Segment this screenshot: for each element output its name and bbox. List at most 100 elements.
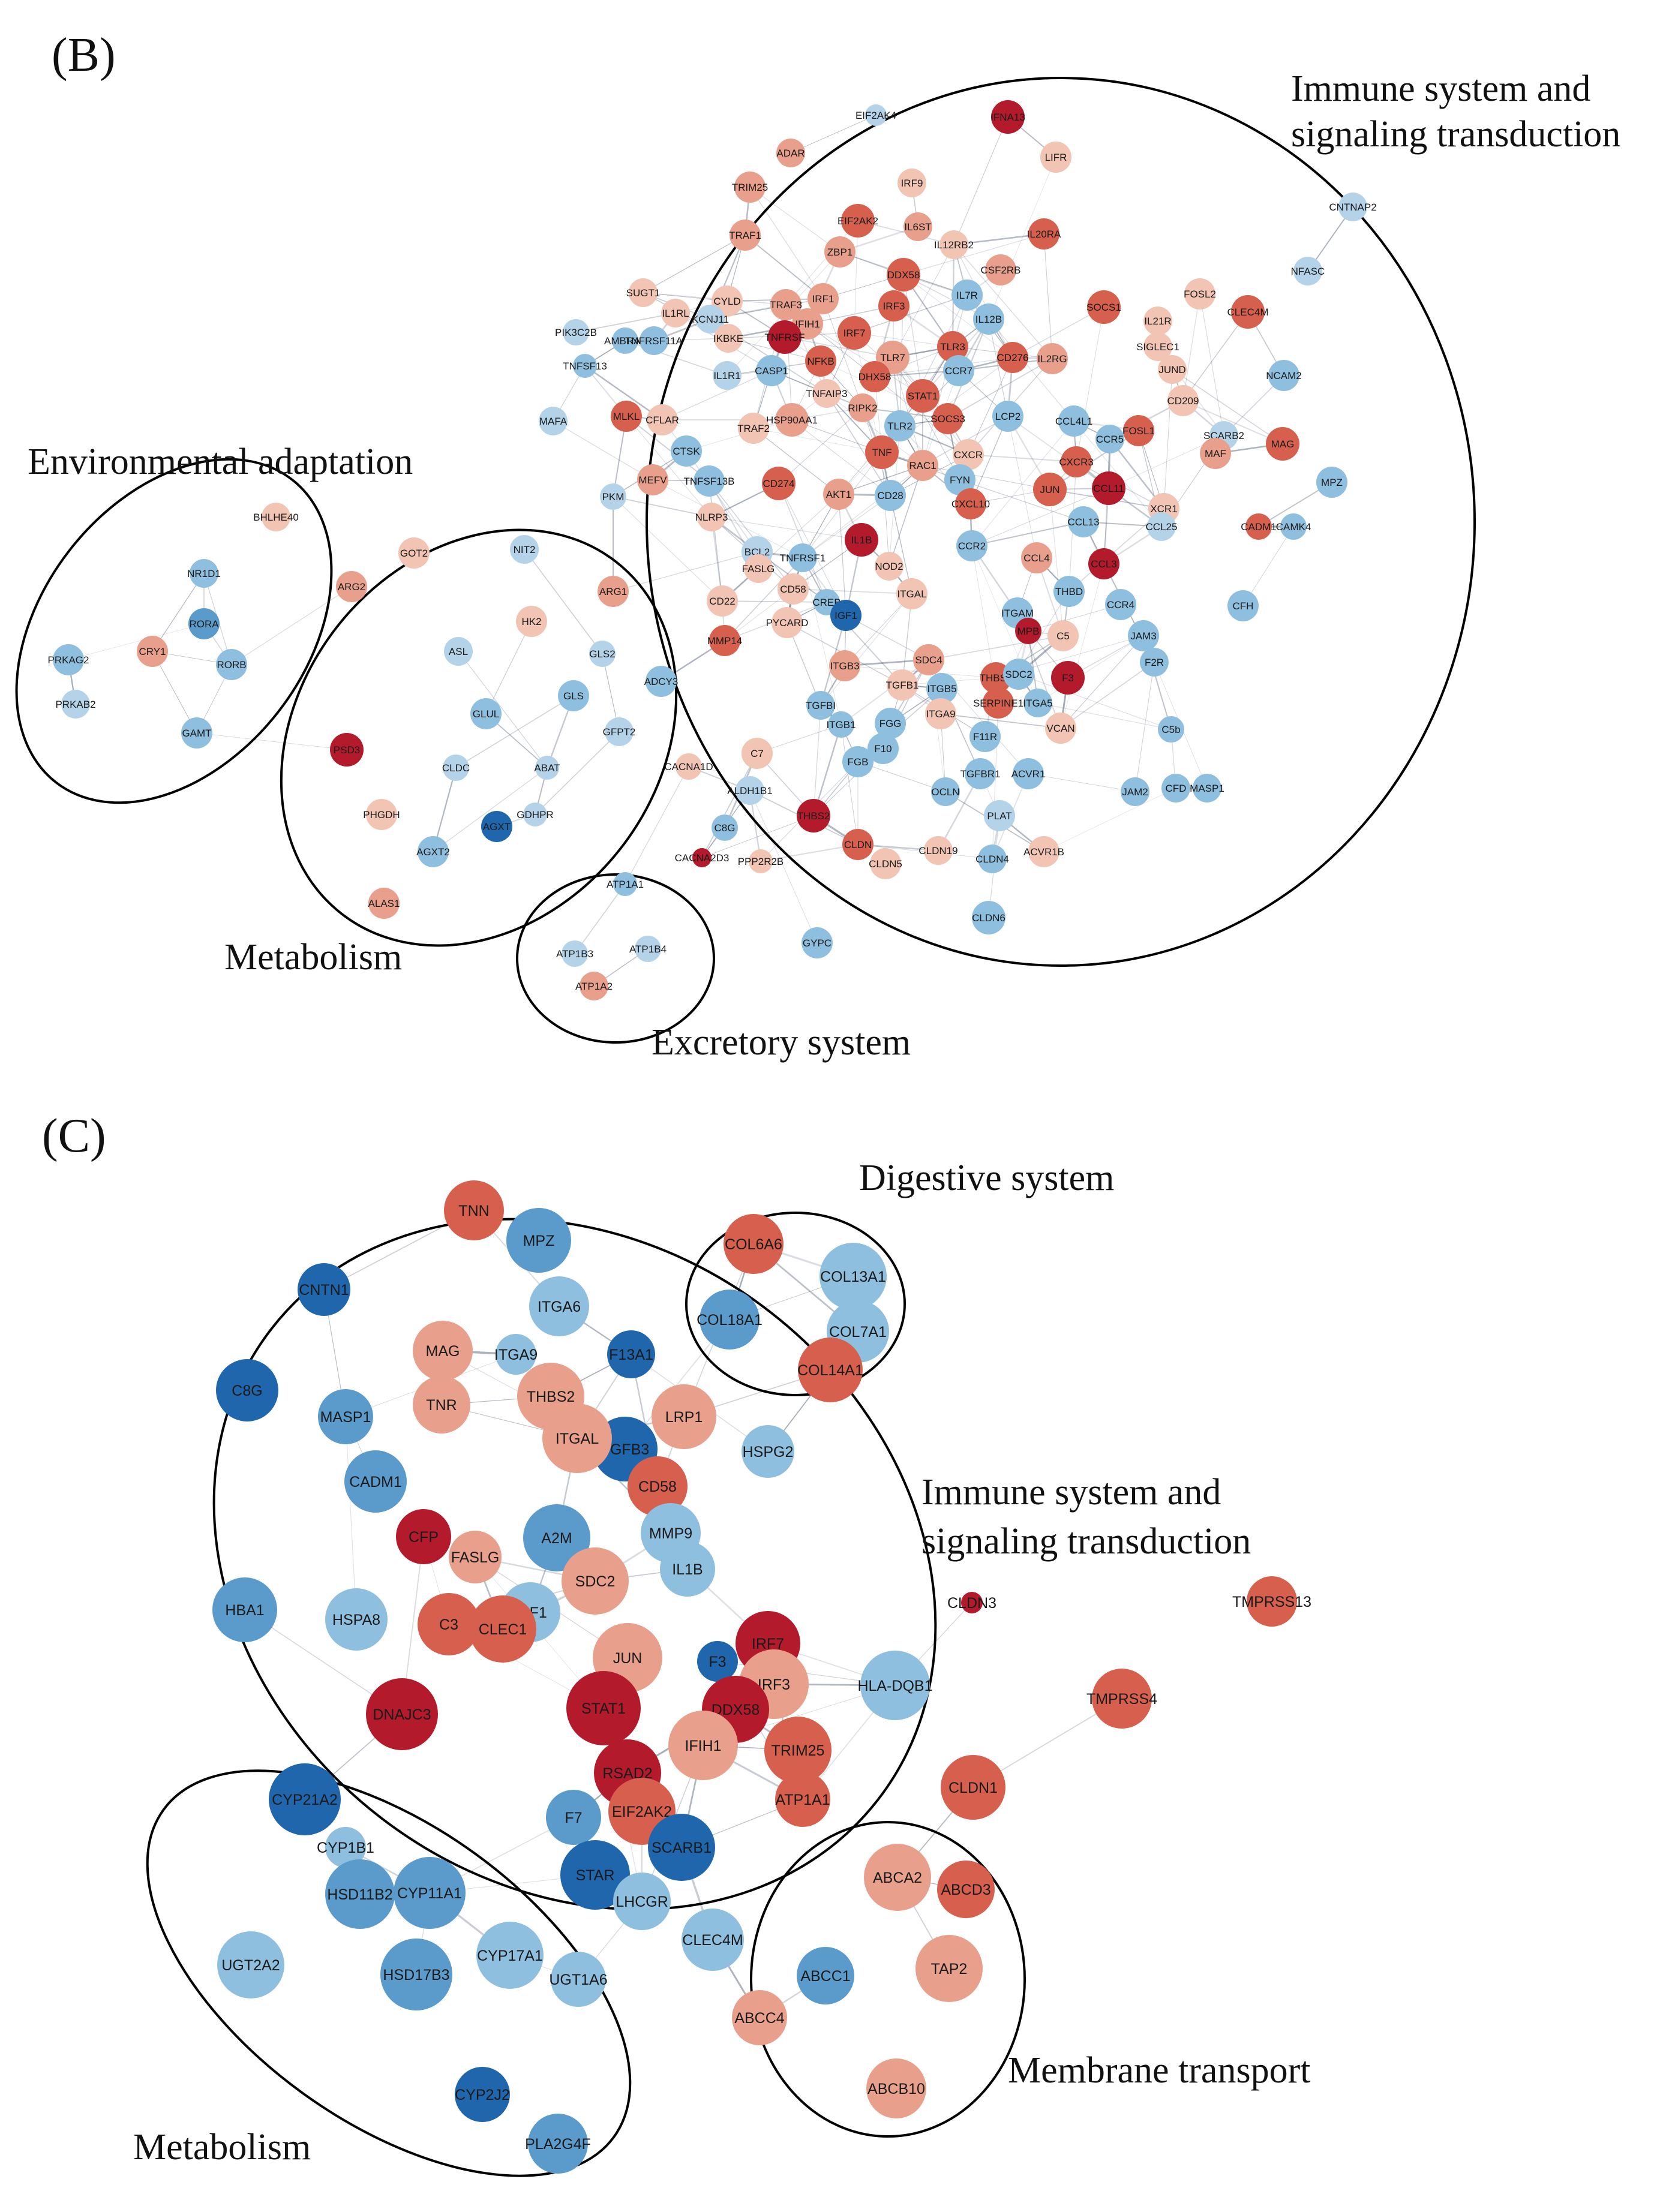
network-edge xyxy=(892,357,923,466)
node-label: CNTN1 xyxy=(299,1282,349,1299)
node-label: MPZ xyxy=(523,1233,555,1249)
node-circle xyxy=(262,503,290,531)
node-label: CLEC4M xyxy=(1227,306,1269,318)
network-edge xyxy=(724,557,803,641)
node-mafa: MAFA xyxy=(539,407,568,435)
node-label: IL6ST xyxy=(904,221,931,233)
node-cyp11a1: CYP11A1 xyxy=(394,1857,466,1929)
node-col18a1: COL18A1 xyxy=(697,1290,763,1350)
node-label: TNFSF13 xyxy=(563,360,607,372)
network-edge xyxy=(823,298,863,408)
node-circle xyxy=(788,543,817,572)
network-edge xyxy=(575,312,676,333)
node-label: ITGA5 xyxy=(1023,698,1052,709)
network-edge xyxy=(722,600,827,603)
node-label: IL1B xyxy=(672,1561,703,1578)
node-lifr: LIFR xyxy=(1040,142,1071,173)
node-circle xyxy=(1200,438,1231,469)
network-edge xyxy=(971,488,1109,546)
node-circle xyxy=(676,753,702,780)
node-mpz: MPZ xyxy=(1316,467,1347,498)
node-circle xyxy=(828,711,854,738)
network-edge xyxy=(778,407,863,484)
network-edge xyxy=(749,790,818,943)
node-label: MAF xyxy=(1205,448,1226,459)
node-label: CCR2 xyxy=(958,540,986,552)
node-circle xyxy=(380,1938,452,2010)
node-label: CD209 xyxy=(1167,395,1199,407)
node-itgb3: ITGB3 xyxy=(829,650,860,681)
node-circle xyxy=(137,636,168,667)
node-circle xyxy=(1143,306,1172,335)
node-circle xyxy=(742,738,773,769)
node-faslg: FASLG xyxy=(449,1531,502,1583)
node-fyn: FYN xyxy=(944,464,975,495)
node-fgb: FGB xyxy=(842,746,873,777)
node-circle xyxy=(646,666,677,697)
node-label: IL1RL xyxy=(662,308,689,319)
node-label: CD58 xyxy=(780,584,806,595)
node-circle xyxy=(896,578,927,609)
immune-group-outline-c xyxy=(212,1218,937,1911)
node-label: CCL4L1 xyxy=(1055,416,1092,427)
node-gls: GLS xyxy=(558,680,589,711)
node-circle xyxy=(939,230,968,259)
network-edge xyxy=(903,233,1044,275)
node-circle xyxy=(1015,618,1041,644)
node-circle xyxy=(924,836,953,865)
node-abcc1: ABCC1 xyxy=(797,1947,854,2004)
node-label: IKBKE xyxy=(713,333,743,344)
node-label: CXCR xyxy=(954,449,983,461)
node-label: BCL2 xyxy=(745,546,770,558)
node-circle xyxy=(709,625,740,656)
node-circle xyxy=(906,379,939,413)
node-label: JAM2 xyxy=(1122,786,1148,798)
node-circle xyxy=(697,503,726,531)
network-edge xyxy=(959,479,1084,522)
node-circle xyxy=(607,1330,655,1378)
network-edge xyxy=(892,244,954,358)
node-label: JAM3 xyxy=(1130,630,1156,642)
node-plat: PLAT xyxy=(984,800,1015,831)
node-circle xyxy=(563,319,589,345)
node-cd28: CD28 xyxy=(875,480,906,511)
node-label: SDC2 xyxy=(1005,669,1032,680)
node-circle xyxy=(1268,360,1299,391)
node-circle xyxy=(961,1592,983,1613)
node-star: STAR xyxy=(560,1840,630,1910)
node-kcnj11: KCNJ11 xyxy=(692,305,729,333)
node-il1b: IL1B xyxy=(660,1541,715,1597)
node-acvr1b: ACVR1B xyxy=(1023,836,1064,867)
node-circle xyxy=(713,361,742,390)
node-rac1: RAC1 xyxy=(907,450,938,481)
node-tnfaip3: TNFAIP3 xyxy=(806,379,847,408)
node-csf2rb: CSF2RB xyxy=(980,254,1021,285)
network-edge xyxy=(807,323,923,396)
node-col13a1: COL13A1 xyxy=(820,1243,887,1310)
node-label: CTSK xyxy=(673,446,700,457)
network-edge xyxy=(968,454,1077,462)
node-label: A2M xyxy=(541,1530,572,1547)
node-cyp2j2: CYP2J2 xyxy=(455,2067,510,2122)
network-edge xyxy=(701,815,814,858)
node-label: ITGA9 xyxy=(494,1347,538,1363)
node-circle xyxy=(887,258,920,291)
node-circle xyxy=(841,204,875,238)
node-tmprss13: TMPRSS13 xyxy=(1232,1576,1311,1627)
node-circle xyxy=(697,1641,738,1682)
node-circle xyxy=(775,1772,830,1827)
network-edge xyxy=(1037,635,1144,704)
node-label: VCAN xyxy=(1046,723,1074,734)
node-circle xyxy=(1167,385,1199,416)
node-label: IL12RB2 xyxy=(934,239,974,251)
node-circle xyxy=(937,331,968,362)
node-hsp90aa1: HSP90AA1 xyxy=(766,403,818,437)
node-label: TNFRSF xyxy=(764,332,805,343)
node-abcc4: ABCC4 xyxy=(732,1990,787,2045)
node-il1r1: IL1R1 xyxy=(713,361,742,390)
node-circle xyxy=(344,1450,407,1513)
node-nit2: NIT2 xyxy=(510,535,539,564)
node-cry1: CRY1 xyxy=(137,636,168,667)
node-alas1: ALAS1 xyxy=(368,888,400,919)
node-circle xyxy=(1158,355,1187,384)
